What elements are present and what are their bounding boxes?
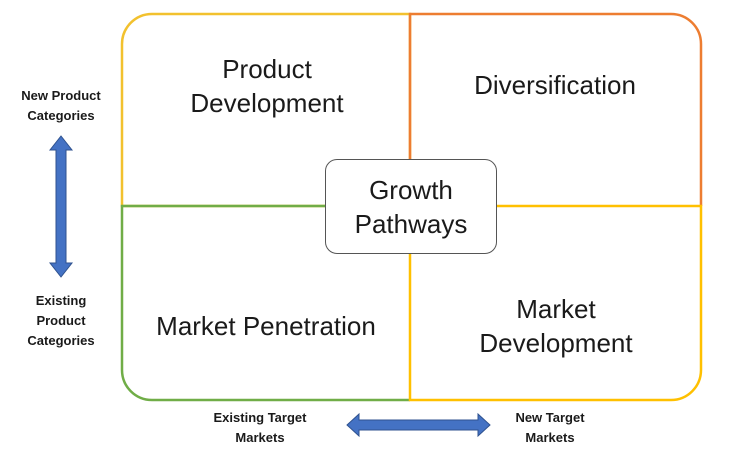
market-development-quadrant-border <box>408 204 703 402</box>
existing-product-categories-label: Existing Product Categories <box>27 293 95 348</box>
market-penetration-label: Market Penetration <box>156 311 376 341</box>
market-development-label: Market Development <box>479 294 633 358</box>
product-development-label: Product Development <box>190 54 344 118</box>
existing-target-markets-label: Existing Target Markets <box>213 410 307 445</box>
product-development-quadrant-border <box>120 12 412 208</box>
vertical-double-arrow-icon <box>48 135 74 278</box>
market-penetration-quadrant-border <box>120 204 410 402</box>
horizontal-double-arrow-icon <box>346 412 491 438</box>
new-target-markets-label: New Target Markets <box>515 410 585 445</box>
diversification-label: Diversification <box>474 70 636 100</box>
diversification-quadrant-border <box>408 12 703 206</box>
growth-pathways-box: Growth Pathways <box>325 159 497 254</box>
new-product-categories-label: New Product Categories <box>21 88 101 123</box>
